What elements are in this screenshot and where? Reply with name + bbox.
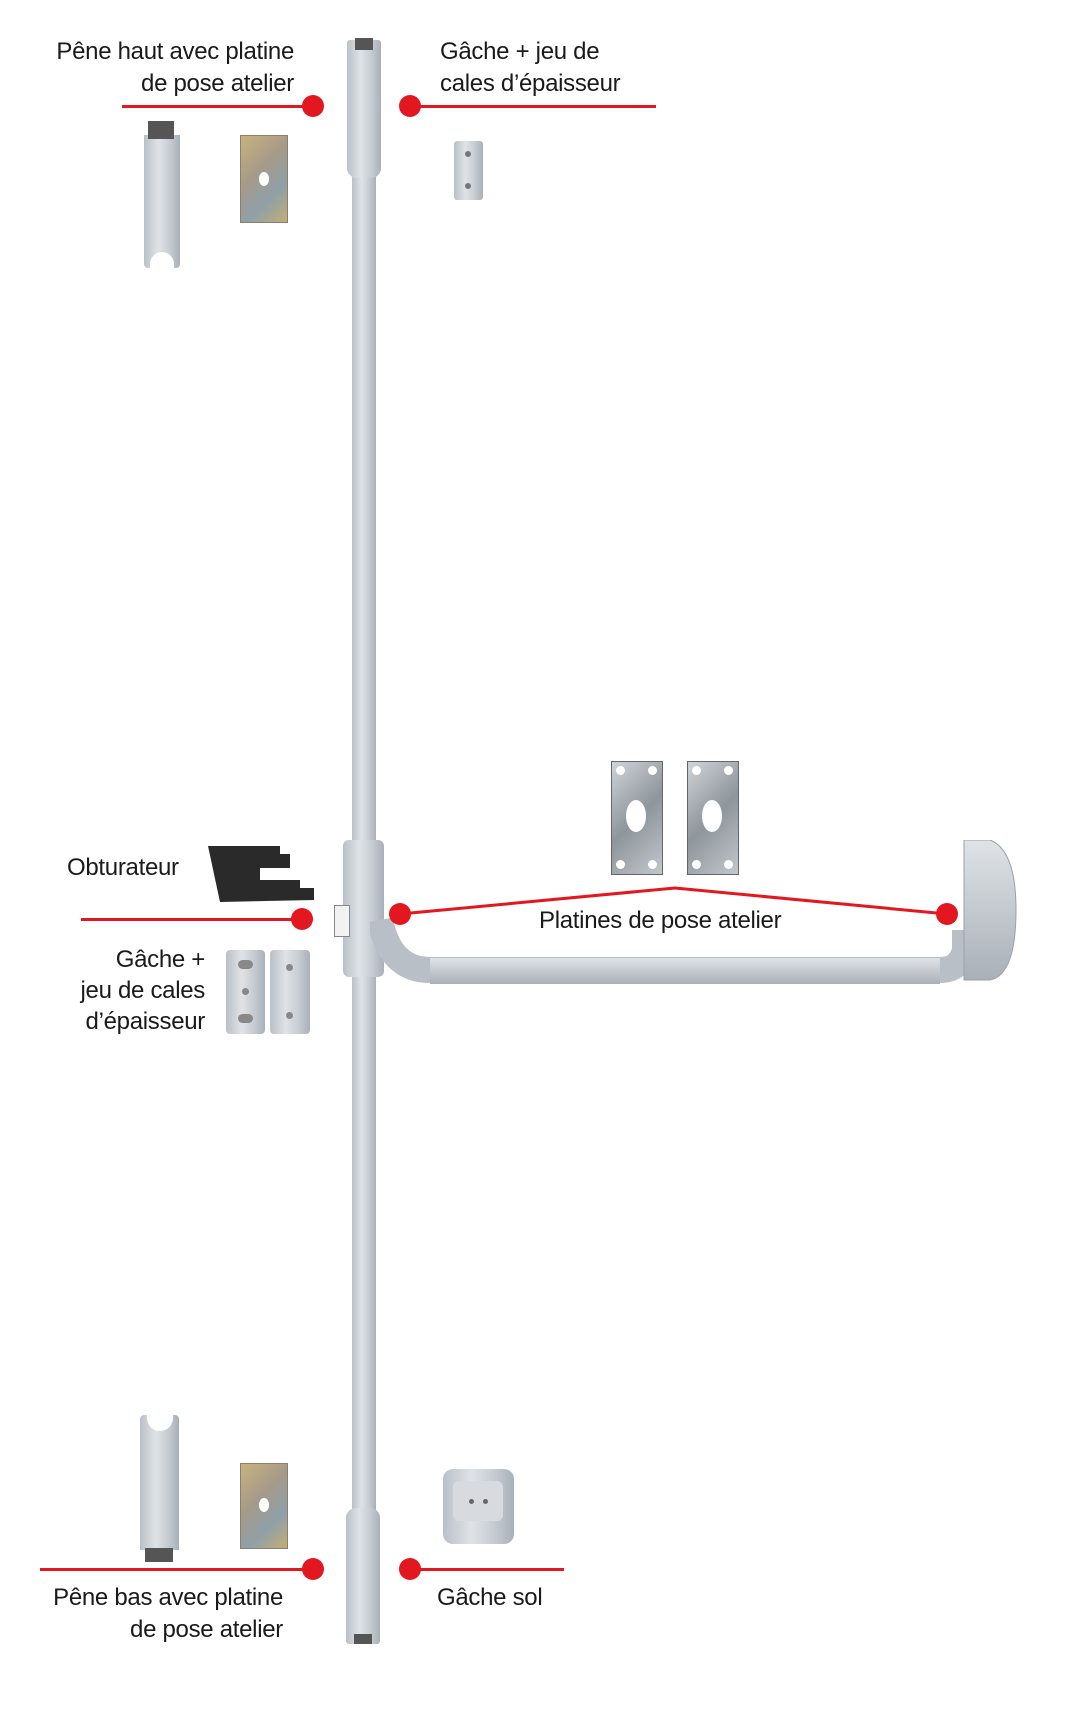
marker-top-strike xyxy=(399,95,421,117)
leader-top-strike xyxy=(410,105,656,108)
label-bottom-bolt-line1: Pêne bas avec platine xyxy=(53,1584,283,1611)
top-strike-part xyxy=(454,141,483,200)
bar-mounting-plate-2 xyxy=(687,761,739,875)
bottom-bolt-part-tip xyxy=(145,1548,173,1562)
top-bolt-housing xyxy=(347,40,381,178)
leader-floor-strike xyxy=(410,1568,564,1571)
label-top-bolt-line2: de pose atelier xyxy=(141,70,294,97)
label-top-strike: Gâche + jeu de cales d’épaisseur xyxy=(440,36,621,100)
marker-top-bolt xyxy=(302,95,324,117)
label-side-strike-line3: d’épaisseur xyxy=(85,1008,206,1035)
side-strike-part-2 xyxy=(270,950,310,1034)
label-side-strike-line2: jeu de cales xyxy=(80,977,206,1004)
marker-plate-left xyxy=(389,903,411,925)
top-mounting-plate xyxy=(240,135,288,223)
cover-part xyxy=(208,846,314,902)
latch xyxy=(334,905,350,937)
top-bolt-tip xyxy=(355,38,373,50)
floor-strike-part xyxy=(443,1469,514,1544)
label-side-strike-line1: Gâche + xyxy=(115,946,206,973)
leader-top-bolt xyxy=(122,105,313,108)
label-top-bolt: Pêne haut avec platine de pose atelier xyxy=(56,36,294,100)
side-strike-part-1 xyxy=(226,950,265,1034)
marker-floor-strike xyxy=(399,1558,421,1580)
bar-mounting-plate-1 xyxy=(611,761,663,875)
label-mounting-plates: Platines de pose atelier xyxy=(539,907,782,934)
label-bottom-bolt: Pêne bas avec platine de pose atelier xyxy=(53,1582,283,1646)
label-cover: Obturateur xyxy=(67,854,179,881)
bolt-notch-bottom xyxy=(147,1413,173,1431)
label-floor-strike: Gâche sol xyxy=(437,1584,543,1611)
bottom-bolt-housing xyxy=(346,1508,380,1644)
bottom-mounting-plate xyxy=(240,1463,288,1549)
bottom-bolt-tip xyxy=(354,1634,372,1644)
label-side-strike: Gâche + jeu de cales d’épaisseur xyxy=(81,944,206,1037)
label-top-strike-line1: Gâche + jeu de xyxy=(440,38,600,65)
top-bolt-part xyxy=(144,135,180,268)
marker-bottom-bolt xyxy=(302,1558,324,1580)
label-bottom-bolt-line2: de pose atelier xyxy=(130,1616,283,1643)
push-bar xyxy=(370,840,1017,984)
marker-plate-right xyxy=(936,903,958,925)
leader-cover xyxy=(81,918,302,921)
bottom-bolt-part xyxy=(140,1415,179,1550)
label-top-bolt-line1: Pêne haut avec platine xyxy=(56,38,294,65)
leader-bottom-bolt xyxy=(40,1568,313,1571)
label-top-strike-line2: cales d’épaisseur xyxy=(440,70,621,97)
top-bolt-part-tip xyxy=(148,121,174,139)
marker-cover xyxy=(291,908,313,930)
bolt-notch xyxy=(150,252,174,270)
